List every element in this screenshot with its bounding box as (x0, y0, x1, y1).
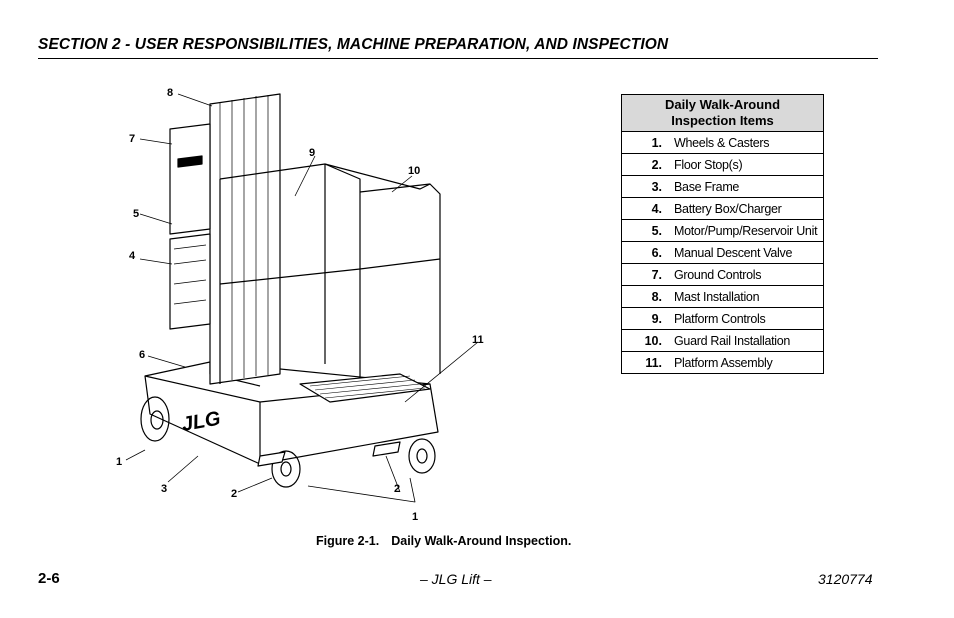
item-label: Platform Controls (668, 307, 824, 330)
callout-1: 1 (116, 456, 122, 468)
table-row: 1.Wheels & Casters (621, 131, 824, 154)
item-label: Floor Stop(s) (668, 153, 824, 176)
callout-2: 2 (231, 488, 237, 500)
footer-title: – JLG Lift – (420, 571, 492, 587)
table-row: 7.Ground Controls (621, 263, 824, 286)
item-number: 10. (621, 329, 668, 352)
callout-5: 5 (133, 208, 139, 220)
callout-4: 4 (129, 250, 136, 262)
callout-1: 1 (412, 511, 418, 523)
table-row: 9.Platform Controls (621, 307, 824, 330)
item-number: 9. (621, 307, 668, 330)
item-number: 2. (621, 153, 668, 176)
table-row: 6.Manual Descent Valve (621, 241, 824, 264)
item-number: 8. (621, 285, 668, 308)
item-number: 7. (621, 263, 668, 286)
item-number: 6. (621, 241, 668, 264)
item-label: Base Frame (668, 175, 824, 198)
item-label: Wheels & Casters (668, 131, 824, 154)
table-row: 2.Floor Stop(s) (621, 153, 824, 176)
caption-text: Daily Walk-Around Inspection. (391, 534, 572, 548)
callout-3: 3 (161, 483, 167, 495)
callout-6: 6 (139, 349, 145, 361)
page-number: 2-6 (38, 570, 60, 587)
item-label: Manual Descent Valve (668, 241, 824, 264)
item-label: Ground Controls (668, 263, 824, 286)
table-row: 3.Base Frame (621, 175, 824, 198)
item-label: Mast Installation (668, 285, 824, 308)
item-number: 1. (621, 131, 668, 154)
figure-caption: Figure 2-1. Daily Walk-Around Inspection. (316, 534, 571, 548)
table-row: 4.Battery Box/Charger (621, 197, 824, 220)
table-heading-line-1: Daily Walk-Around (664, 96, 781, 112)
callout-10: 10 (408, 165, 420, 177)
document-number: 3120774 (818, 571, 873, 587)
callout-8: 8 (167, 87, 173, 99)
table-heading-line-2: Inspection Items (671, 112, 774, 128)
callout-2: 2 (394, 483, 400, 495)
table-row: 8.Mast Installation (621, 285, 824, 308)
item-number: 5. (621, 219, 668, 242)
table-row: 10.Guard Rail Installation (621, 329, 824, 352)
item-number: 11. (621, 351, 668, 374)
item-label: Platform Assembly (668, 351, 824, 374)
table-row: 5.Motor/Pump/Reservoir Unit (621, 219, 824, 242)
machine-illustration: JLG 8 7 9 10 5 4 6 11 1 3 2 2 1 (116, 87, 484, 523)
callout-11: 11 (472, 334, 484, 346)
section-header: SECTION 2 - USER RESPONSIBILITIES, MACHI… (38, 36, 669, 53)
callout-9: 9 (309, 147, 315, 159)
item-label: Motor/Pump/Reservoir Unit (668, 219, 824, 242)
item-number: 4. (621, 197, 668, 220)
callout-7: 7 (129, 133, 135, 145)
item-label: Guard Rail Installation (668, 329, 824, 352)
header-rule (38, 58, 878, 59)
item-label: Battery Box/Charger (668, 197, 824, 220)
caption-number: Figure 2-1. (316, 534, 380, 548)
item-number: 3. (621, 175, 668, 198)
table-row: 11.Platform Assembly (621, 351, 824, 374)
